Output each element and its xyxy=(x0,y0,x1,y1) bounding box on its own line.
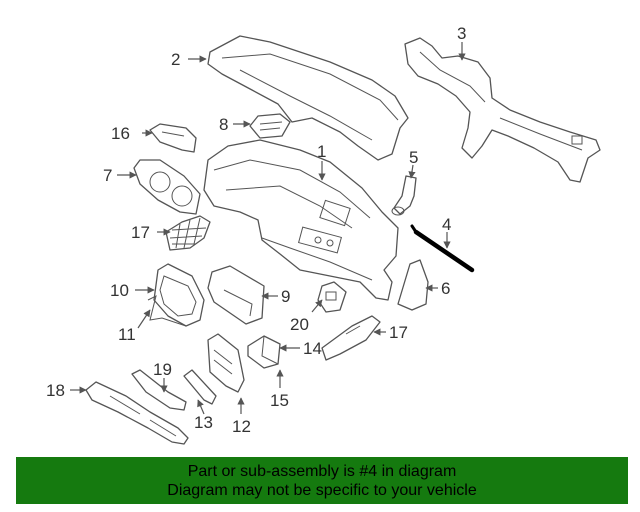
part-10-frame xyxy=(153,263,205,327)
parts-diagram: 1 2 3 4 5 6 7 8 9 10 11 12 13 14 15 16 1… xyxy=(46,24,601,445)
part-16-trim xyxy=(149,123,197,153)
callout-14: 14 xyxy=(303,339,322,358)
part-4-highlighted-rod xyxy=(410,224,475,273)
callout-19: 19 xyxy=(153,360,172,379)
part-19-strip xyxy=(131,369,187,411)
banner-line-2: Diagram may not be specific to your vehi… xyxy=(167,481,477,499)
callout-10: 10 xyxy=(110,281,129,300)
callout-18: 18 xyxy=(46,381,65,400)
callout-12: 12 xyxy=(232,417,251,436)
callout-16: 16 xyxy=(111,124,130,143)
callout-1: 1 xyxy=(317,142,326,161)
callout-5: 5 xyxy=(409,148,418,167)
callout-labels: 1 2 3 4 5 6 7 8 9 10 11 12 13 14 15 16 1… xyxy=(46,24,466,436)
part-17-lower-trim xyxy=(321,315,381,361)
part-20-bracket xyxy=(317,281,347,313)
info-banner: Part or sub-assembly is #4 in diagram Di… xyxy=(16,457,628,504)
callout-17-right: 17 xyxy=(389,323,408,342)
part-18-long-trim xyxy=(85,381,189,445)
callout-9: 9 xyxy=(281,287,290,306)
callout-15: 15 xyxy=(270,391,289,410)
callout-3: 3 xyxy=(457,24,466,43)
part-9-glove-box xyxy=(207,265,265,325)
part-12-panel xyxy=(207,333,245,393)
part-1-instrument-panel xyxy=(203,139,399,301)
callout-17-left: 17 xyxy=(131,223,150,242)
callout-2: 2 xyxy=(171,50,180,69)
callout-4: 4 xyxy=(442,215,451,234)
callout-8: 8 xyxy=(219,115,228,134)
part-6-side-cover xyxy=(397,259,429,311)
part-14-box xyxy=(247,335,281,369)
part-8-vent xyxy=(249,113,291,139)
leader-lines xyxy=(70,42,466,415)
part-13-strip xyxy=(183,369,217,405)
callout-20: 20 xyxy=(290,315,309,334)
part-7-cluster-bezel xyxy=(133,159,201,215)
part-11-wire xyxy=(147,295,187,327)
part-3-support-frame xyxy=(404,37,601,183)
part-5-duct xyxy=(391,175,417,216)
banner-line-1: Part or sub-assembly is #4 in diagram xyxy=(187,462,457,480)
callout-7: 7 xyxy=(103,166,112,185)
callout-11: 11 xyxy=(118,325,136,344)
part-17-mesh-panel xyxy=(165,215,211,251)
callout-13: 13 xyxy=(194,413,213,432)
callout-6: 6 xyxy=(441,279,450,298)
part-2-dash-top-panel xyxy=(207,35,409,161)
